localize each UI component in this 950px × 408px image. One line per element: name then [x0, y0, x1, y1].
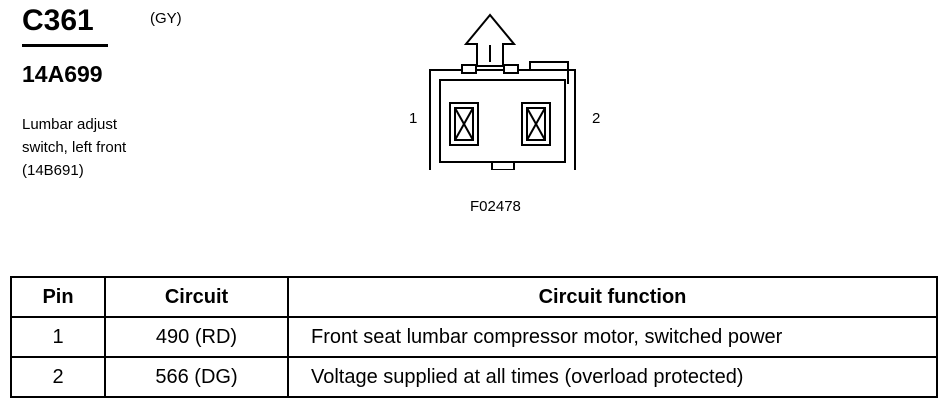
cell-function: Voltage supplied at all times (overload …	[287, 356, 938, 398]
cell-pin: 1	[10, 316, 106, 358]
header-circuit: Circuit	[104, 276, 289, 318]
connector-color-code: (GY)	[150, 10, 182, 27]
cell-circuit: 490 (RD)	[104, 316, 289, 358]
table-header-row: Pin Circuit Circuit function	[10, 276, 938, 318]
table-row: 2 566 (DG) Voltage supplied at all times…	[10, 356, 938, 398]
top-tab-right	[503, 64, 519, 74]
bottom-key-tab	[491, 161, 515, 170]
orientation-arrow-icon	[463, 13, 517, 67]
terminal-cavity-1	[449, 102, 479, 146]
connector-id-underline	[22, 44, 108, 47]
connector-housing-inner	[439, 79, 566, 163]
connector-face-diagram	[429, 13, 576, 170]
table-row: 1 490 (RD) Front seat lumbar compressor …	[10, 316, 938, 358]
description-line: switch, left front	[22, 139, 127, 156]
header-circuit-function: Circuit function	[287, 276, 938, 318]
cell-circuit: 566 (DG)	[104, 356, 289, 398]
top-tab-left	[461, 64, 477, 74]
pinout-table: Pin Circuit Circuit function 1 490 (RD) …	[10, 276, 938, 398]
part-number: 14A699	[22, 61, 103, 87]
component-description: Lumbar adjust switch, left front (14B691…	[22, 113, 126, 182]
description-line: (14B691)	[22, 162, 84, 179]
figure-code: F02478	[470, 198, 521, 215]
lock-feature	[529, 61, 569, 84]
header-pin: Pin	[10, 276, 106, 318]
terminal-cavity-2	[521, 102, 551, 146]
pin-label-1: 1	[409, 110, 418, 127]
connector-id: C361	[22, 4, 94, 37]
pin-label-2: 2	[592, 110, 601, 127]
cell-pin: 2	[10, 356, 106, 398]
cell-function: Front seat lumbar compressor motor, swit…	[287, 316, 938, 358]
description-line: Lumbar adjust	[22, 116, 118, 133]
